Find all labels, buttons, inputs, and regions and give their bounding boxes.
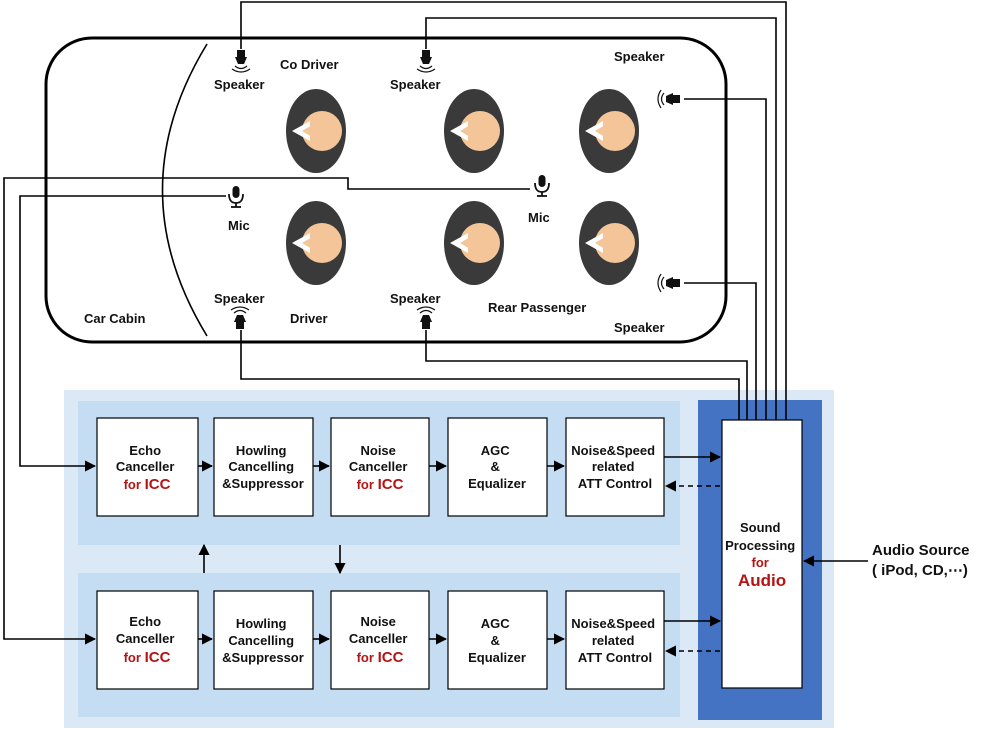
windshield-curve — [161, 43, 208, 337]
att-control-block — [565, 590, 665, 690]
rear-chain: Echo Canceller for ICC Howling Cancellin… — [96, 590, 665, 690]
driver-label: Driver — [290, 311, 328, 326]
speaker-front-right-label: Speaker — [390, 77, 441, 92]
agc-text: AGC & Equalizer — [468, 616, 526, 665]
att-control-text: Noise&Speed related ATT Control — [571, 443, 658, 491]
wire-speaker-bottom-left — [240, 330, 740, 420]
speaker-rear-top-label: Speaker — [614, 49, 665, 64]
rear-passenger-label: Rear Passenger — [488, 300, 586, 315]
noise-canceller-block — [330, 590, 430, 690]
wire-speaker-front-left — [240, 1, 787, 420]
speaker-bottom-right-label: Speaker — [390, 291, 441, 306]
echo-canceller-text: Echo Canceller for ICC — [116, 443, 178, 493]
front-chain: Echo Canceller for ICC Howling Cancellin… — [96, 417, 665, 517]
att-control-text: Noise&Speed related ATT Control — [571, 616, 658, 665]
howling-text: Howling Cancelling &Suppressor — [222, 443, 304, 491]
noise-canceller-block — [330, 417, 430, 517]
echo-canceller-block — [96, 417, 199, 517]
mic-rear-label: Mic — [528, 210, 550, 225]
speaker-rear-bottom-label: Speaker — [614, 320, 665, 335]
wire-speaker-front-right — [425, 17, 777, 420]
sound-processing-text: Sound Processing for Audio — [725, 520, 799, 590]
noise-canceller-text: Noise Canceller for ICC — [349, 614, 411, 666]
wire-speaker-rear-top — [684, 98, 767, 420]
audio-source-label: Audio Source — [872, 542, 970, 559]
co-driver-head-icon — [286, 89, 346, 173]
sound-processing-box — [721, 419, 803, 689]
wire-mic-rear — [3, 177, 530, 645]
echo-canceller-text: Echo Canceller for ICC — [116, 614, 178, 666]
car-cabin: Speaker Co Driver Speaker Speaker Mic Mi… — [44, 36, 728, 344]
rear-passenger-head-icon — [444, 89, 504, 173]
driver-head-icon — [286, 201, 346, 285]
rear-passenger-head-icon — [444, 201, 504, 285]
wire-speaker-rear-bottom — [684, 282, 757, 420]
mic-front-label: Mic — [228, 218, 250, 233]
wire-speaker-bottom-right — [425, 330, 748, 420]
howling-block — [213, 590, 314, 690]
att-control-block — [565, 417, 665, 517]
howling-text: Howling Cancelling &Suppressor — [222, 616, 304, 665]
noise-canceller-text: Noise Canceller for ICC — [349, 443, 411, 493]
car-body-outline — [44, 36, 728, 344]
agc-block — [447, 590, 548, 690]
echo-canceller-block — [96, 590, 199, 690]
rear-passenger-head-icon — [579, 201, 639, 285]
speaker-bottom-left-label: Speaker — [214, 291, 265, 306]
howling-block — [213, 417, 314, 517]
speaker-front-left-label: Speaker — [214, 77, 265, 92]
co-driver-label: Co Driver — [280, 57, 339, 72]
wire-mic-front — [19, 195, 226, 472]
audio-source-detail: ( iPod, CD,⋯) — [872, 562, 968, 579]
car-cabin-label: Car Cabin — [84, 311, 145, 326]
signal-wires — [3, 1, 868, 657]
agc-block — [447, 417, 548, 517]
agc-text: AGC & Equalizer — [468, 443, 526, 491]
rear-passenger-head-icon — [579, 89, 639, 173]
